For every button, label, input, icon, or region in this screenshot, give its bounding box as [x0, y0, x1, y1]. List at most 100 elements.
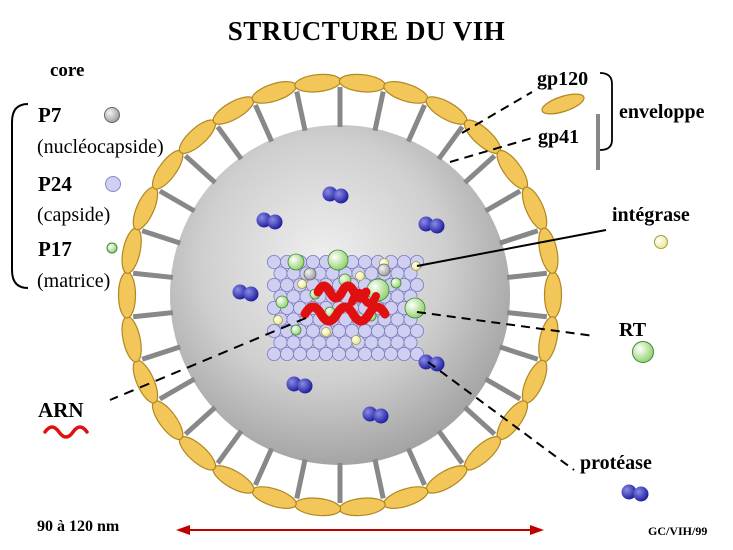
integrase-legend-icon — [654, 235, 668, 249]
p24-capsid-protein — [364, 266, 379, 281]
core-brace — [11, 103, 29, 289]
p24-capsid-protein — [305, 323, 320, 338]
p24-capsid-protein — [279, 346, 294, 361]
p24-capsid-protein — [409, 323, 424, 338]
page-title: STRUCTURE DU VIH — [227, 16, 506, 46]
rt-molecule — [287, 253, 305, 271]
gp120-molecule — [132, 186, 159, 231]
arn-label: ARN — [38, 398, 84, 422]
integrase-molecule — [297, 279, 307, 289]
gp41-spike — [158, 376, 196, 402]
enveloppe-bracket — [599, 72, 613, 151]
p17-name: P17 — [38, 237, 72, 261]
enveloppe-label: enveloppe — [619, 101, 705, 123]
p24-capsid-protein — [305, 254, 320, 269]
gp41-spike — [141, 228, 181, 246]
p24-capsid-protein — [370, 323, 385, 338]
gp120-molecule — [121, 316, 142, 363]
p24-capsid-protein — [377, 335, 392, 350]
p24-capsid-protein — [357, 346, 372, 361]
p24-capsid-protein — [357, 323, 372, 338]
p24-legend-icon — [105, 176, 121, 192]
gp120-molecule — [151, 400, 184, 441]
gp120-molecule — [338, 73, 386, 93]
integrase-molecule — [355, 271, 365, 281]
gp120-molecule — [543, 271, 563, 319]
p24-capsid-protein — [299, 335, 314, 350]
p24-capsid-protein — [409, 277, 424, 292]
protease-monomer — [297, 378, 313, 394]
protease-monomer — [333, 188, 349, 204]
gp120-molecule — [121, 227, 142, 274]
rt-molecule — [390, 277, 402, 289]
gp120-molecule — [383, 81, 429, 104]
p24-capsid-protein — [403, 335, 418, 350]
protease-monomer — [267, 214, 283, 230]
p24-capsid-protein — [266, 277, 281, 292]
gp41-label: gp41 — [538, 126, 580, 148]
gp41-spike — [506, 310, 548, 320]
gp41-spike — [158, 188, 196, 214]
gp41-spike — [406, 447, 427, 487]
envelope-ring — [117, 73, 563, 517]
p24-capsid-protein — [370, 346, 385, 361]
p24-capsid-protein — [396, 346, 411, 361]
rt-molecule — [327, 249, 349, 271]
gp41-spike — [253, 103, 274, 143]
gp120-molecule — [521, 186, 548, 231]
gp120-molecule — [538, 316, 559, 363]
protease-pointer — [427, 361, 575, 471]
gp41-spike — [215, 429, 244, 465]
p24-capsid-protein — [286, 335, 301, 350]
p24-capsid-protein — [286, 289, 301, 304]
gp120-molecule — [521, 359, 548, 404]
gp41-spike — [294, 91, 308, 132]
gp41-spike — [294, 458, 308, 499]
integrase-molecule — [351, 335, 361, 345]
gp41-spike — [463, 405, 497, 437]
protease-monomer — [243, 286, 259, 302]
rt-molecule — [290, 324, 302, 336]
gp120-legend-icon — [541, 93, 585, 115]
p24-capsid-protein — [390, 335, 405, 350]
size-label: 90 à 120 nm — [37, 518, 120, 535]
gp41-spike — [499, 344, 539, 362]
p24-capsid-protein — [331, 346, 346, 361]
p7-description: (nucléocapside) — [37, 136, 164, 158]
gp120-pointer — [461, 91, 533, 134]
p24-capsid-protein — [325, 335, 340, 350]
p24-name: P24 — [38, 172, 72, 196]
protease-monomer — [429, 356, 445, 372]
integrase-label: intégrase — [612, 204, 690, 226]
p24-capsid-protein — [312, 335, 327, 350]
gp41-spike — [436, 125, 465, 161]
gp41-spike — [484, 376, 522, 402]
rt-molecule — [404, 297, 426, 319]
scale-arrow — [176, 525, 544, 535]
credit-label: GC/VIH/99 — [648, 524, 708, 538]
p24-capsid-protein — [396, 254, 411, 269]
gp41-spike — [215, 125, 244, 161]
gp120-molecule — [383, 486, 429, 509]
gp120-molecule — [338, 497, 386, 517]
p24-capsid-protein — [390, 289, 405, 304]
gp120-molecule — [251, 81, 297, 104]
gp41-spike — [499, 228, 539, 246]
p24-capsid-protein — [357, 254, 372, 269]
gp120-molecule — [117, 271, 137, 319]
p24-capsid-protein — [266, 254, 281, 269]
p17-description: (matrice) — [37, 270, 111, 292]
p24-capsid-protein — [396, 323, 411, 338]
p24-capsid-protein — [344, 346, 359, 361]
p24-capsid-protein — [279, 277, 294, 292]
rt-legend-icon — [632, 341, 654, 363]
gp41-spike — [183, 153, 217, 185]
p24-description: (capside) — [37, 204, 111, 226]
rt-label: RT — [619, 319, 647, 341]
p7-molecule — [303, 267, 317, 281]
p24-capsid-protein — [390, 312, 405, 327]
gp41-spike — [463, 153, 497, 185]
p24-capsid-protein — [364, 335, 379, 350]
gp41-spike — [253, 447, 274, 487]
